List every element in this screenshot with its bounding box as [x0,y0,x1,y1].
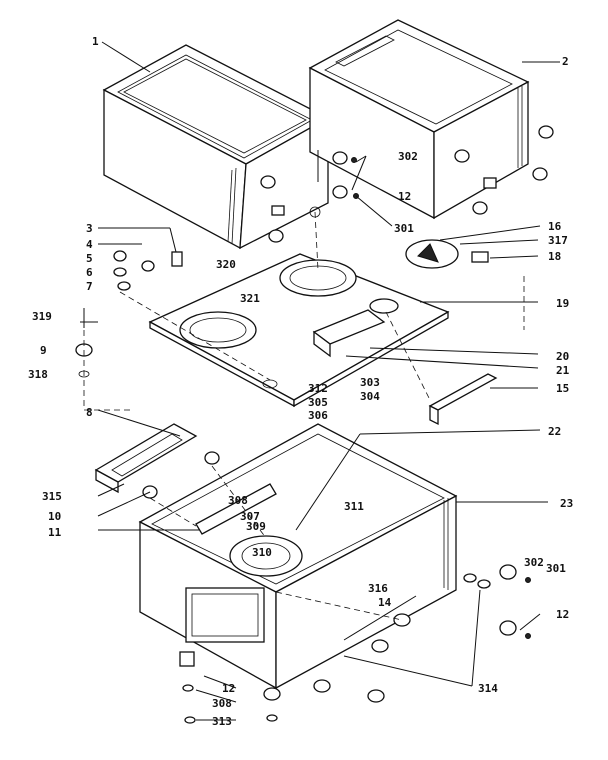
callout-319: 319 [32,310,52,323]
callout-3: 3 [86,222,93,235]
callout-308a: 308 [228,494,248,507]
callout-15: 15 [556,382,570,395]
callout-10: 10 [48,510,62,523]
callout-1: 1 [92,35,99,48]
chassis-plate [148,253,450,408]
callout-20: 20 [556,350,570,363]
callout-301a: 301 [394,222,414,235]
rubber-foot-icon [260,175,285,243]
foot-set-lower-right [463,564,531,639]
callout-18: 18 [548,250,562,263]
foot-set-lower-left [179,613,411,724]
callout-11: 11 [48,526,62,539]
cover-box-part-1 [102,44,330,250]
knob-part-16 [405,239,459,269]
cover-box-part-2 [308,19,554,220]
callout-2: 2 [562,55,569,68]
callout-16: 16 [548,220,562,233]
leader-lines [80,41,560,721]
callout-318: 318 [28,368,48,381]
callout-14: 14 [378,596,392,609]
callout-321: 321 [240,292,260,305]
callout-316: 316 [368,582,388,595]
callout-308b: 308 [212,697,232,710]
bracket-part-15 [428,373,498,426]
callout-301b: 301 [546,562,566,575]
callout-8: 8 [86,406,93,419]
callout-312: 312 [308,382,328,395]
callout-5: 5 [86,252,93,265]
callout-12b: 12 [556,608,570,621]
callout-23: 23 [560,497,574,510]
callout-4: 4 [86,238,93,251]
callout-314: 314 [478,682,498,695]
callout-12a: 12 [398,190,412,203]
callout-306: 306 [308,409,328,422]
callout-317: 317 [548,234,568,247]
callout-22: 22 [548,425,562,438]
callout-303: 303 [360,376,380,389]
callout-9: 9 [40,344,47,357]
handle-part-8 [94,423,198,494]
clip-part-18 [471,251,489,263]
callout-302a: 302 [398,150,418,163]
callout-304: 304 [360,390,380,403]
callout-305: 305 [308,396,328,409]
callout-315: 315 [42,490,62,503]
callout-19: 19 [556,297,570,310]
callout-309: 309 [246,520,266,533]
callout-21: 21 [556,364,570,377]
callout-12c: 12 [222,682,236,695]
callout-313: 313 [212,715,232,728]
callout-7: 7 [86,280,93,293]
callout-310: 310 [252,546,272,559]
bottom-cabinet [138,423,458,690]
callout-302b: 302 [524,556,544,569]
callout-307: 307 [240,510,260,523]
callout-311: 311 [344,500,364,513]
callout-6: 6 [86,266,93,279]
alignment-lines [83,211,525,621]
callout-320: 320 [216,258,236,271]
